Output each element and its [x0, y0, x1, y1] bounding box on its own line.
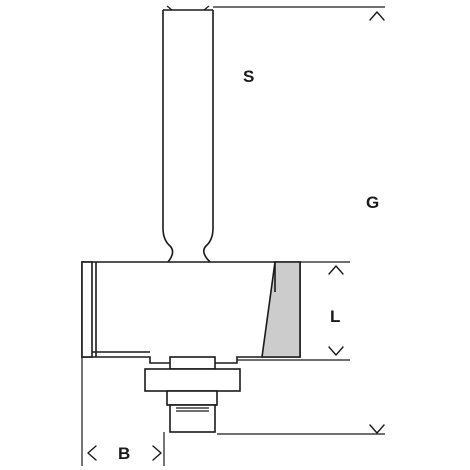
neck: [169, 356, 216, 370]
right-cutting-edge: [261, 261, 301, 358]
arrow-b-right: [152, 445, 162, 461]
shank-top-right-mark: [203, 5, 210, 11]
arrow-g-top: [369, 11, 385, 21]
label-total-length: G: [366, 193, 379, 212]
label-cut-depth: B: [118, 444, 130, 463]
arrow-b-left: [87, 445, 97, 461]
label-shank: S: [243, 67, 254, 86]
label-cutting-length: L: [330, 307, 340, 326]
bearing-hub: [166, 390, 218, 406]
arrow-l-bottom: [328, 346, 344, 356]
arrow-l-top: [328, 265, 344, 275]
arrow-g-bottom: [369, 424, 385, 434]
bearing: [144, 368, 241, 392]
left-blade-edge: [81, 261, 93, 358]
shank-top-left-mark: [166, 5, 173, 11]
screw-head: [169, 404, 216, 433]
shank: [162, 9, 214, 263]
